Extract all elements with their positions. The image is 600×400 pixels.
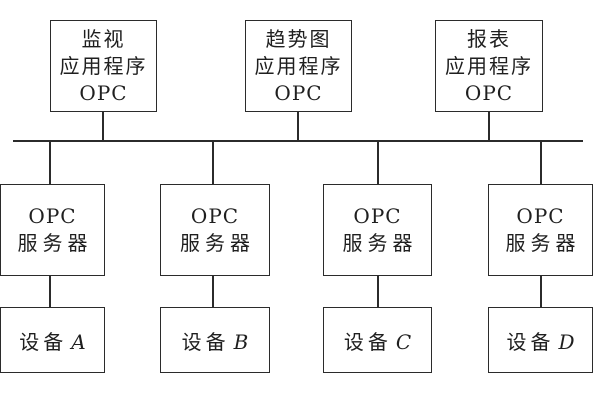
connector-bus-to-server-4 — [540, 142, 542, 184]
node-device-a-label: 设备 — [19, 329, 68, 354]
node-device-b-id: B — [233, 329, 249, 354]
node-trend-app-line3: OPC — [274, 80, 323, 105]
connector-server-3-to-device-c — [377, 276, 379, 307]
node-device-a-id: A — [71, 329, 86, 354]
node-opc-server-2: OPC 服务器 — [160, 184, 270, 276]
connector-server-1-to-device-a — [49, 276, 51, 307]
node-opc-server-4-line2: 服务器 — [505, 231, 581, 255]
node-report-app-line3: OPC — [464, 80, 514, 105]
connector-server-4-to-device-d — [540, 276, 542, 307]
node-device-d-label: 设备 — [506, 329, 555, 354]
node-device-c-id: C — [395, 329, 412, 354]
node-report-app: 报表 应用程序 OPC — [435, 20, 543, 112]
bus-line — [13, 140, 583, 142]
connector-report-to-bus — [488, 112, 490, 141]
connector-bus-to-server-2 — [212, 142, 214, 184]
node-report-app-line1: 报表 — [467, 26, 511, 51]
node-monitor-app-line1: 监视 — [81, 26, 126, 51]
node-trend-app-line2: 应用程序 — [254, 53, 343, 78]
node-monitor-app-line2: 应用程序 — [59, 53, 148, 78]
node-trend-app: 趋势图 应用程序 OPC — [245, 20, 352, 112]
node-opc-server-1-line1: OPC — [28, 204, 77, 228]
node-opc-server-2-line2: 服务器 — [180, 231, 255, 255]
node-opc-server-4: OPC 服务器 — [488, 184, 593, 276]
node-opc-server-2-line1: OPC — [190, 204, 240, 228]
node-device-c-label: 设备 — [343, 329, 392, 354]
connector-bus-to-server-3 — [377, 142, 379, 184]
connector-trend-to-bus — [297, 112, 299, 141]
node-opc-server-4-line1: OPC — [516, 204, 565, 228]
connector-server-2-to-device-b — [212, 276, 214, 307]
node-report-app-line2: 应用程序 — [445, 53, 533, 78]
node-opc-server-3: OPC 服务器 — [323, 184, 432, 276]
connector-bus-to-server-1 — [49, 142, 51, 184]
node-opc-server-3-line2: 服务器 — [342, 231, 418, 255]
node-monitor-app-line3: OPC — [79, 80, 128, 105]
node-opc-server-1: OPC 服务器 — [0, 184, 105, 276]
connector-monitor-to-bus — [102, 112, 104, 141]
node-device-b-label: 设备 — [181, 329, 230, 354]
node-monitor-app: 监视 应用程序 OPC — [50, 20, 157, 112]
node-opc-server-3-line1: OPC — [353, 204, 402, 228]
node-opc-server-1-line2: 服务器 — [17, 231, 93, 255]
node-device-d-id: D — [558, 329, 575, 354]
node-trend-app-line1: 趋势图 — [265, 26, 332, 51]
